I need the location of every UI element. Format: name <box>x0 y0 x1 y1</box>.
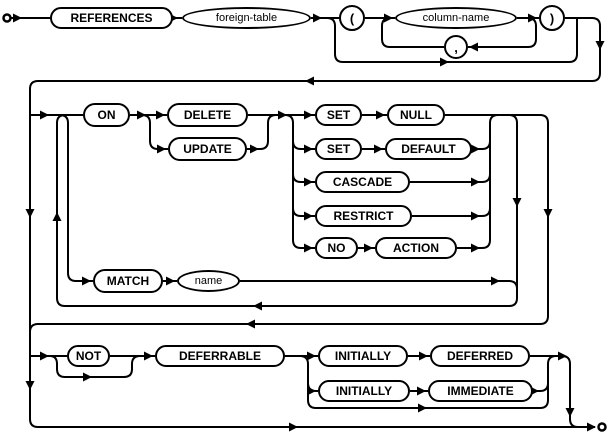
nonterminal-foreign-table: foreign-table <box>182 7 311 29</box>
keyword-deferred: DEFERRED <box>430 345 530 367</box>
keyword-set-null: SET <box>315 104 362 126</box>
keyword-restrict: RESTRICT <box>315 205 412 227</box>
nonterminal-name: name <box>177 270 240 292</box>
terminal-comma: , <box>444 35 468 59</box>
terminal-close-paren: ) <box>539 5 565 31</box>
end-terminal-icon <box>597 422 607 432</box>
keyword-set-default: SET <box>315 138 362 160</box>
keyword-null: NULL <box>387 104 445 126</box>
keyword-immediate: IMMEDIATE <box>428 380 533 402</box>
keyword-cascade: CASCADE <box>315 171 410 193</box>
keyword-match: MATCH <box>93 269 163 293</box>
keyword-action: ACTION <box>375 237 457 259</box>
keyword-not: NOT <box>67 345 110 367</box>
keyword-initially-deferred: INITIALLY <box>318 345 408 367</box>
keyword-references: REFERENCES <box>50 7 173 29</box>
nonterminal-column-name: column-name <box>395 7 517 29</box>
keyword-default: DEFAULT <box>385 138 472 160</box>
keyword-delete: DELETE <box>167 103 248 127</box>
keyword-update: UPDATE <box>168 137 247 161</box>
keyword-on: ON <box>83 103 130 127</box>
keyword-initially-immediate: INITIALLY <box>318 380 410 402</box>
terminal-open-paren: ( <box>339 5 365 31</box>
keyword-deferrable: DEFERRABLE <box>155 345 285 367</box>
start-terminal-icon <box>2 13 12 23</box>
keyword-no: NO <box>315 237 358 259</box>
